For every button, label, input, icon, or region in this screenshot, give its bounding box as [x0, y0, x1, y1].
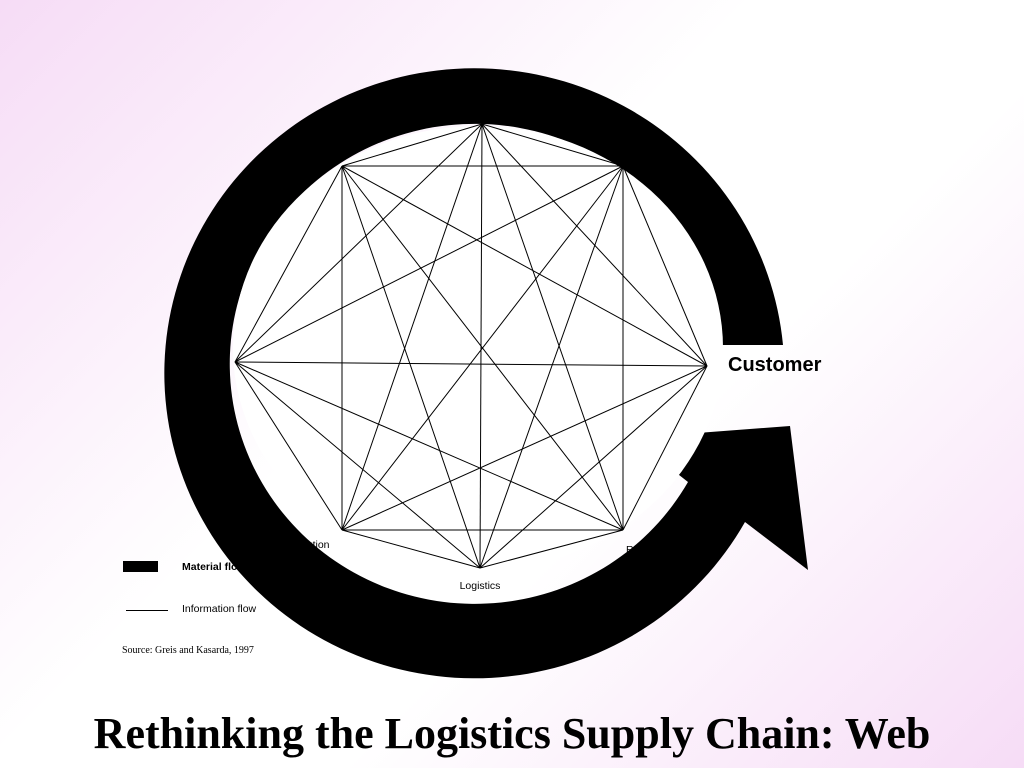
node-label-customer: Customer	[728, 354, 822, 376]
info-link-raw-customer	[622, 165, 708, 367]
slide-title: Rethinking the Logistics Supply Chain: W…	[93, 709, 931, 758]
info-link-logistics-pricing	[341, 165, 481, 569]
info-link-raw-logistics	[479, 165, 624, 569]
node-label-logistics: Logistics	[459, 580, 501, 592]
info-link-customer-assembly	[234, 361, 708, 367]
information-flow-web	[234, 123, 708, 569]
legend-information-flow-label: Information flow	[182, 603, 257, 615]
node-label-distribution: Distribution	[277, 539, 330, 551]
node-label-retail-outlet: Retail Outlet	[626, 544, 655, 569]
info-link-customer-pricing	[341, 165, 708, 367]
node-label-marketing-sales: Marketing & Sales	[450, 80, 498, 105]
legend-material-flow-label: Material flow	[182, 561, 246, 573]
source-citation: Source: Greis and Kasarda, 1997	[122, 645, 254, 656]
info-link-customer-logistics	[479, 365, 708, 569]
info-link-retail-pricing	[341, 165, 624, 531]
info-link-logistics-assembly	[234, 361, 481, 569]
node-label-pricing-manufacturing: Pricing manufacturing	[293, 120, 361, 145]
web-background	[233, 126, 723, 570]
info-link-retail-assembly	[234, 361, 624, 531]
info-link-marketing-retail	[481, 123, 624, 531]
info-link-customer-retail	[622, 365, 708, 531]
info-link-raw-assembly	[234, 165, 624, 363]
info-link-marketing-assembly	[234, 123, 483, 363]
node-label-assembly: Assembly	[175, 349, 221, 361]
legend-material-flow-swatch	[123, 561, 158, 572]
info-link-marketing-raw	[481, 123, 624, 167]
info-link-logistics-distribution	[341, 529, 481, 569]
legend-information-flow-swatch	[126, 610, 168, 611]
info-link-assembly-pricing	[234, 165, 343, 363]
info-link-distribution-assembly	[234, 361, 343, 531]
info-link-marketing-pricing	[341, 123, 483, 167]
info-link-retail-logistics	[479, 529, 624, 569]
node-label-raw-materials: Raw Materials	[601, 120, 644, 145]
info-link-marketing-distribution	[341, 123, 483, 531]
